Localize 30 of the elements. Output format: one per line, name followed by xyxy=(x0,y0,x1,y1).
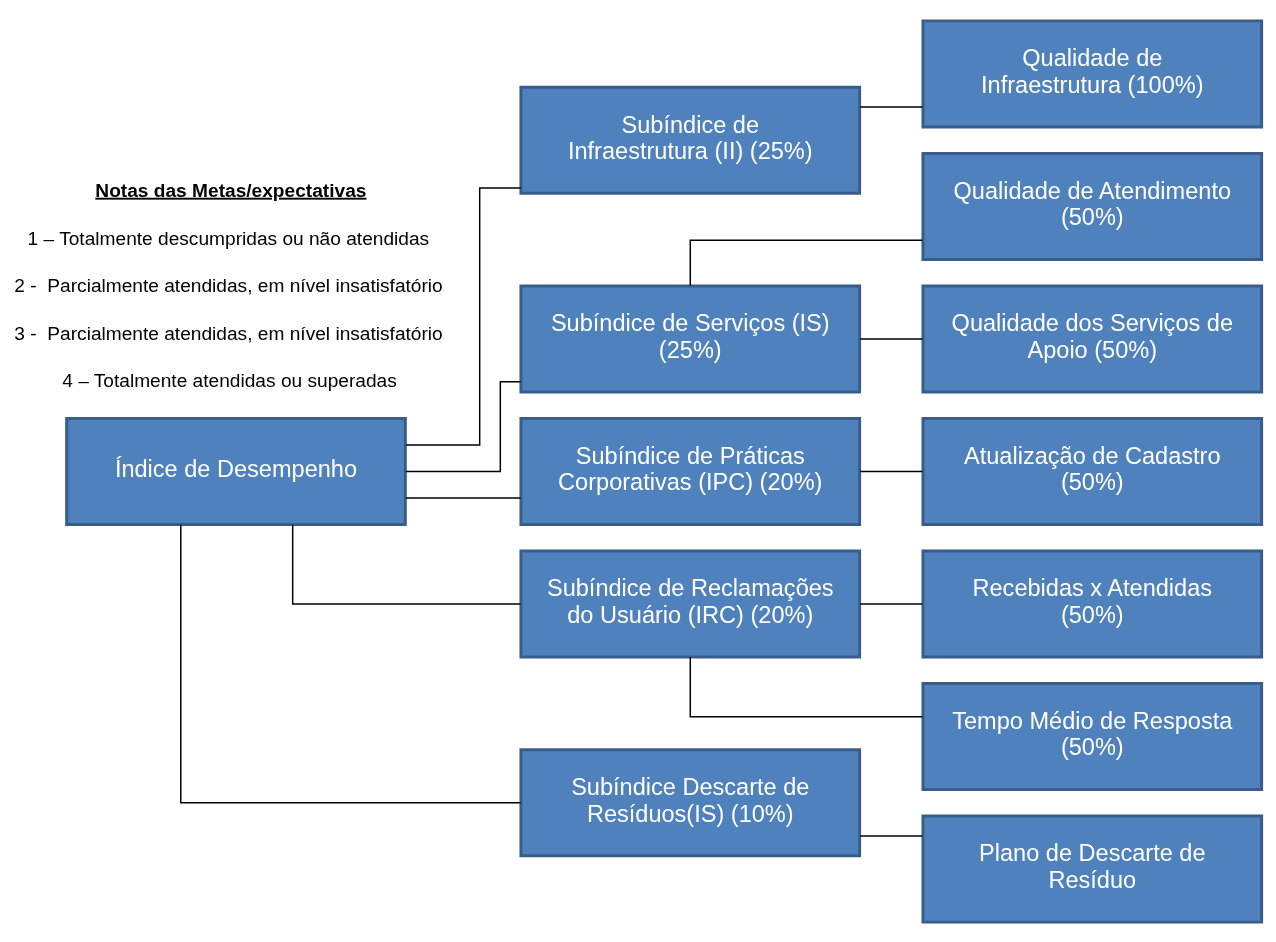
node-box: Índice de Desempenho xyxy=(65,416,407,526)
node-box: Plano de Descarte de Resíduo xyxy=(921,814,1264,924)
node-box: Qualidade de Atendimento (50%) xyxy=(921,151,1264,261)
node-box: Subíndice de Reclamações do Usuário (IRC) (20%) xyxy=(519,549,862,659)
node-box: Subíndice de Práticas Corporativas (IPC) (20%) xyxy=(519,416,862,526)
label: 4 – Totalmente atendidas ou superadas xyxy=(62,369,397,391)
connector xyxy=(405,186,522,446)
connector xyxy=(859,337,924,340)
node-box: Qualidade dos Serviços de Apoio (50%) xyxy=(921,283,1264,393)
label: 1 – Totalmente descumpridas ou não atendidas xyxy=(27,227,430,249)
node-box: Recebidas x Atendidas (50%) xyxy=(921,549,1264,659)
connector xyxy=(859,470,924,472)
connector xyxy=(689,655,924,717)
label: 3 - Parcialmente atendidas, em nível insatisfatório xyxy=(14,322,443,344)
node-box: Atualização de Cadastro (50%) xyxy=(921,416,1264,526)
connector xyxy=(859,105,924,108)
label: Notas das Metas/expectativas xyxy=(95,179,367,201)
node-box: Subíndice de Serviços (IS) (25%) xyxy=(519,283,862,393)
connector xyxy=(405,496,522,499)
connector xyxy=(859,834,924,837)
node-box: Subíndice Descarte de Resíduos(IS) (10%) xyxy=(519,747,862,857)
connector xyxy=(689,239,924,286)
node-box: Qualidade de Infraestrutura (100%) xyxy=(921,18,1264,128)
connector xyxy=(859,602,924,605)
node-box: Tempo Médio de Resposta (50%) xyxy=(921,681,1264,791)
connector xyxy=(404,380,522,472)
node-box: Subíndice de Infraestrutura (II) (25%) xyxy=(519,85,862,195)
connector xyxy=(291,523,522,605)
connector xyxy=(180,523,522,804)
label: 2 - Parcialmente atendidas, em nível insatisfatório xyxy=(14,274,443,296)
